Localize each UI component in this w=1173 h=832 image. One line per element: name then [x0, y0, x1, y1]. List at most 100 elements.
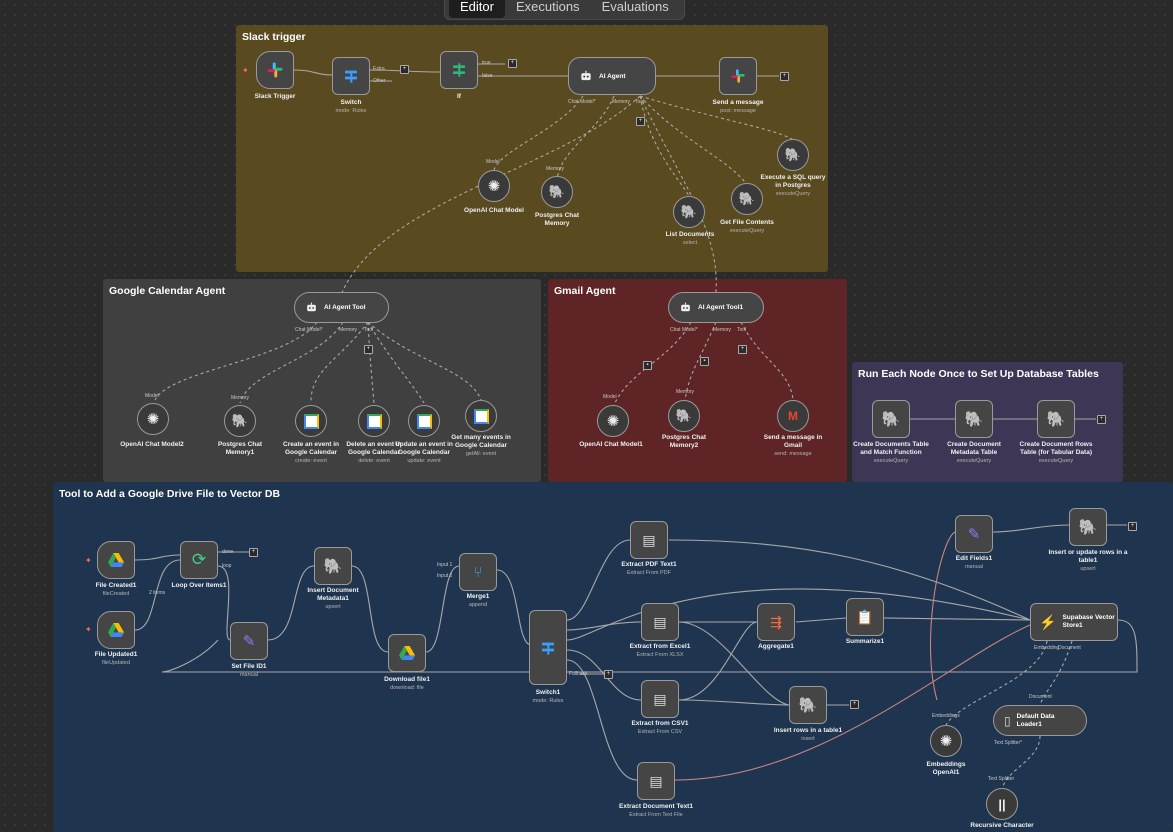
loop-over-items-node[interactable]: ⟳ — [180, 541, 218, 579]
insert-rows-node[interactable]: 🐘 — [789, 686, 827, 724]
port-label: Model — [603, 394, 617, 400]
switch-node[interactable] — [332, 57, 370, 95]
tab-editor[interactable]: Editor — [449, 0, 505, 18]
postgres-icon: 🐘 — [738, 191, 756, 206]
port-label: Model — [145, 393, 159, 399]
node-label: Postgres Chat Memory — [534, 212, 580, 228]
postgres-icon: 🐘 — [680, 204, 698, 219]
file-created-node[interactable] — [97, 541, 135, 579]
supabase-vector-store-node[interactable]: ⚡ Supabase Vector Store1 — [1030, 603, 1118, 641]
openai-chat-model-node[interactable]: ✺ — [478, 170, 510, 202]
tab-executions[interactable]: Executions — [515, 0, 580, 14]
embeddings-openai-node[interactable]: ✺ — [930, 725, 962, 757]
file-updated-node[interactable] — [97, 611, 135, 649]
list-documents-node[interactable]: 🐘 — [673, 196, 705, 228]
get-file-contents-node[interactable]: 🐘 — [731, 183, 763, 215]
add-node-button[interactable]: + — [249, 548, 258, 557]
openai-chat-model1-node[interactable]: ✺ — [597, 405, 629, 437]
default-data-loader-node[interactable]: ▯ Default Data Loader1 — [993, 705, 1087, 736]
postgres-chat-memory-node[interactable]: 🐘 — [541, 176, 573, 208]
add-node-button[interactable]: + — [780, 72, 789, 81]
add-tool-button[interactable]: + — [636, 117, 645, 126]
google-calendar-icon — [366, 413, 382, 429]
postgres-chat-memory1-node[interactable]: 🐘 — [224, 405, 256, 437]
edge — [293, 69, 333, 76]
extract-excel-node[interactable]: ▤ — [641, 603, 679, 641]
add-tool-button[interactable]: + — [364, 345, 373, 354]
extract-text-node[interactable]: ▤ — [637, 762, 675, 800]
send-message-node[interactable] — [719, 57, 757, 95]
edit-fields-node[interactable]: ✎ — [955, 515, 993, 553]
add-tool-button[interactable]: + — [738, 345, 747, 354]
update-event-node[interactable] — [408, 405, 440, 437]
warning-icon: ✦ — [85, 625, 92, 634]
insert-doc-metadata-node[interactable]: 🐘 — [314, 547, 352, 585]
file-icon: ▤ — [653, 690, 667, 707]
port-label: Chat Model* — [670, 327, 698, 333]
file-icon: ▤ — [642, 531, 656, 548]
switch-icon — [345, 70, 357, 83]
port-label: Extra — [373, 66, 385, 72]
node-label: OpenAI Chat Model — [464, 207, 524, 214]
port-label: Embedding — [1034, 645, 1060, 651]
add-node-button[interactable]: + — [508, 59, 517, 68]
port-label: Chat Model* — [295, 327, 323, 333]
download-file-node[interactable] — [388, 634, 426, 672]
port-label: Input 1 — [437, 562, 453, 568]
set-file-id-node[interactable]: ✎ — [230, 622, 268, 660]
ai-agent-tool-node[interactable]: AI Agent Tool — [294, 292, 389, 323]
add-node-button[interactable]: + — [400, 65, 409, 74]
recursive-splitter-node[interactable]: || — [986, 788, 1018, 820]
node-label: Postgres Chat Memory2 — [661, 434, 707, 450]
document-icon: ▯ — [1004, 713, 1011, 728]
postgres-icon: 🐘 — [964, 411, 984, 428]
delete-icon[interactable]: ▪ — [643, 361, 652, 370]
create-metadata-table-node[interactable]: 🐘 — [955, 400, 993, 438]
ai-agent-tool1-node[interactable]: AI Agent Tool1 — [668, 292, 764, 323]
aggregate-node[interactable]: ⇶ — [757, 603, 795, 641]
port-label: Fallback — [569, 671, 588, 677]
add-node-button[interactable]: + — [604, 670, 613, 679]
merge-node[interactable]: ⑂ — [459, 553, 497, 591]
ai-agent-node[interactable]: AI Agent — [568, 57, 656, 95]
slack-trigger-node[interactable] — [256, 51, 294, 89]
create-rows-table-node[interactable]: 🐘 — [1037, 400, 1075, 438]
switch1-node[interactable] — [529, 610, 567, 685]
summarize-node[interactable]: 📋 — [846, 598, 884, 636]
postgres-icon: 🐘 — [784, 147, 802, 162]
create-event-node[interactable] — [295, 405, 327, 437]
extract-csv-node[interactable]: ▤ — [641, 680, 679, 718]
clipboard-icon: 📋 — [856, 608, 874, 625]
openai-chat-model2-node[interactable]: ✺ — [137, 403, 169, 435]
port-label: Memory — [612, 99, 631, 105]
add-node-button[interactable]: + — [850, 700, 859, 709]
add-node-button[interactable]: + — [1128, 522, 1137, 531]
add-node-button[interactable]: + — [1097, 415, 1106, 424]
port-label: Document — [1029, 694, 1052, 700]
warning-icon: ✦ — [242, 66, 249, 75]
delete-event-node[interactable] — [358, 405, 390, 437]
postgres-chat-memory2-node[interactable]: 🐘 — [668, 400, 700, 432]
execute-sql-node[interactable]: 🐘 — [777, 139, 809, 171]
upsert-rows-node[interactable]: 🐘 — [1069, 508, 1107, 546]
get-events-node[interactable] — [465, 400, 497, 432]
delete-icon[interactable]: ▪ — [700, 357, 709, 366]
if-node[interactable] — [440, 51, 478, 89]
group-title: Gmail Agent — [554, 285, 616, 297]
gmail-send-node[interactable]: M — [777, 400, 809, 432]
postgres-icon: 🐘 — [548, 184, 566, 199]
postgres-icon: 🐘 — [231, 413, 249, 428]
tab-evaluations[interactable]: Evaluations — [601, 0, 669, 14]
node-label: Postgres Chat Memory1 — [217, 441, 263, 457]
create-docs-table-node[interactable]: 🐘 — [872, 400, 910, 438]
extract-pdf-node[interactable]: ▤ — [630, 521, 668, 559]
